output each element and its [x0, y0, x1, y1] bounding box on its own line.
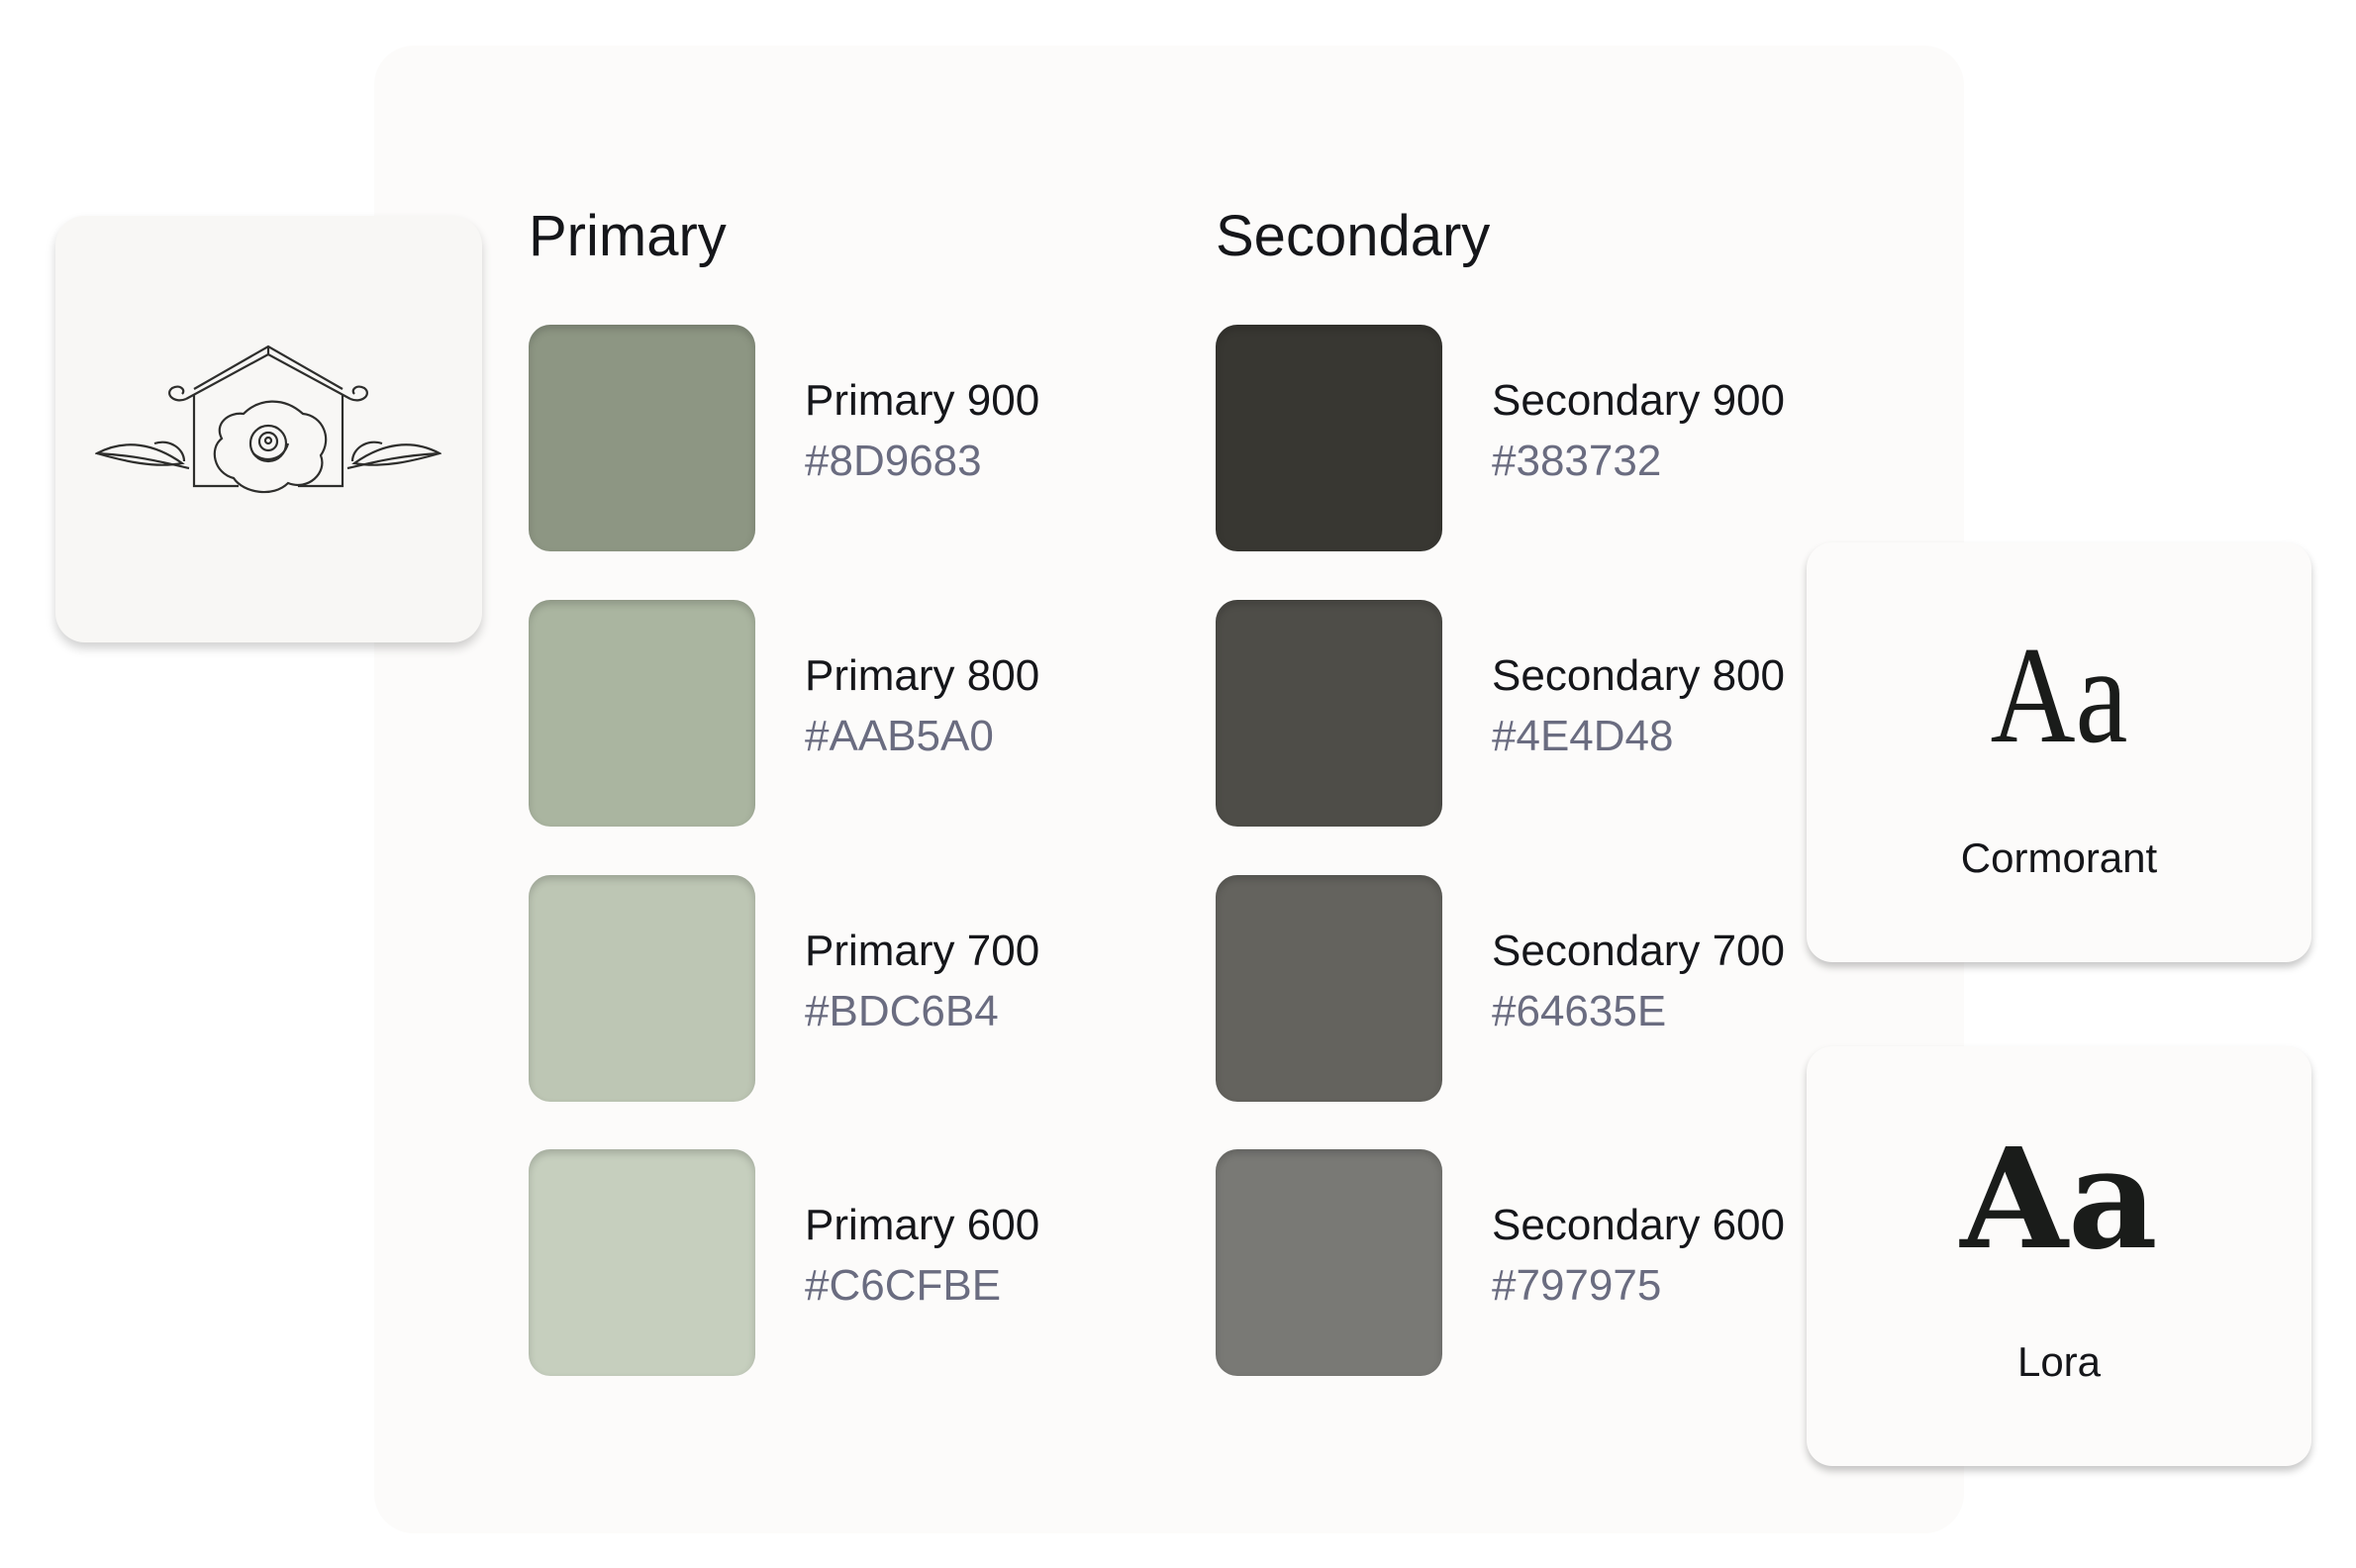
swatch-name: Secondary 700 [1492, 927, 1785, 975]
font-name: Cormorant [1960, 834, 2158, 881]
primary-600-swatch[interactable] [529, 1149, 755, 1376]
swatch-name: Primary 900 [805, 376, 1040, 425]
swatch-hex: #AAB5A0 [805, 712, 994, 760]
font-sample: Aa [1990, 619, 2128, 772]
swatch-name: Primary 600 [805, 1201, 1040, 1249]
swatch-name: Primary 800 [805, 651, 1040, 700]
secondary-900-swatch[interactable] [1216, 325, 1442, 551]
swatch-hex: #64635E [1492, 987, 1667, 1035]
swatch-name: Secondary 800 [1492, 651, 1785, 700]
secondary-700-swatch[interactable] [1216, 875, 1442, 1102]
primary-800-swatch[interactable] [529, 600, 755, 827]
primary-700-swatch[interactable] [529, 875, 755, 1102]
font-card-lora: Aa Lora [1807, 1046, 2311, 1466]
swatch-name: Primary 700 [805, 927, 1040, 975]
swatch-name: Secondary 900 [1492, 376, 1785, 425]
swatch-name: Secondary 600 [1492, 1201, 1785, 1249]
swatch-hex: #4E4D48 [1492, 712, 1674, 760]
secondary-800-swatch[interactable] [1216, 600, 1442, 827]
font-name: Lora [2016, 1338, 2102, 1385]
swatch-hex: #383732 [1492, 437, 1662, 485]
primary-900-swatch[interactable] [529, 325, 755, 551]
swatch-hex: #BDC6B4 [805, 987, 999, 1035]
logo-card [55, 216, 482, 642]
rose-house-logo-icon [95, 344, 442, 494]
font-card-cormorant: Aa Cormorant [1807, 542, 2311, 962]
font-sample: Aa [1960, 1119, 2158, 1281]
swatch-hex: #C6CFBE [805, 1261, 1002, 1310]
swatch-hex: #797975 [1492, 1261, 1662, 1310]
swatch-hex: #8D9683 [805, 437, 982, 485]
primary-heading: Primary [529, 204, 727, 268]
secondary-600-swatch[interactable] [1216, 1149, 1442, 1376]
secondary-heading: Secondary [1216, 204, 1491, 268]
